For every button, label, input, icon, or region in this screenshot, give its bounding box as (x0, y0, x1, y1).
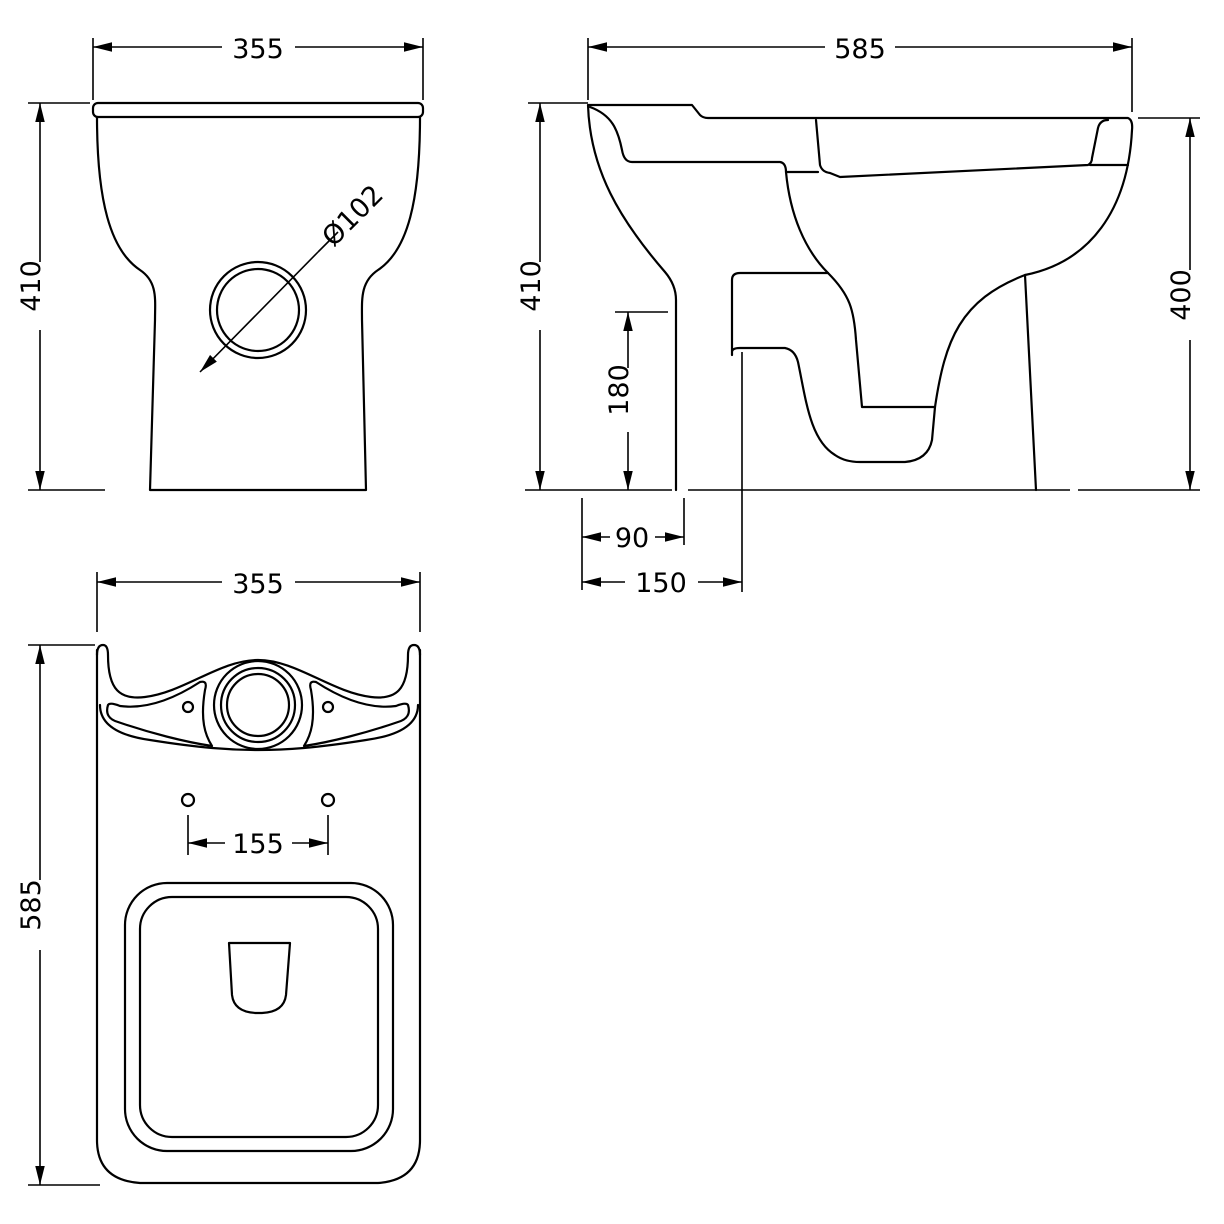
pan-top-outline (95, 648, 422, 1185)
setback-90-label: 90 (615, 523, 649, 554)
lid-recess (227, 941, 292, 1015)
side-depth-label: 585 (834, 34, 886, 65)
side-height-label: 410 (516, 260, 547, 312)
fixing-hole-left (180, 792, 196, 808)
outlet-height-label: 180 (604, 364, 635, 416)
rim-and-bowl (588, 105, 1027, 409)
front-view: 355 410 Ø102 (16, 34, 425, 492)
rim-height-label: 400 (1166, 269, 1197, 321)
top-depth-label: 585 (16, 879, 47, 931)
flush-button (212, 659, 304, 751)
side-view: 585 410 400 180 90 150 (516, 34, 1200, 599)
front-height-label: 410 (16, 260, 47, 312)
seat-profile (784, 118, 1130, 179)
fixing-hole-right (320, 792, 336, 808)
setback-150-label: 150 (635, 568, 687, 599)
seat-inner (138, 895, 380, 1139)
trapway (730, 271, 937, 464)
seat-outer (123, 881, 395, 1153)
top-view: 355 585 155 (16, 569, 422, 1186)
fixing-centres-label: 155 (232, 829, 284, 860)
pan-front-outline (95, 115, 422, 492)
seat-edge (91, 101, 425, 119)
top-width-label: 355 (232, 569, 284, 600)
outlet-circle (208, 260, 308, 360)
pan-side-outline (586, 103, 1134, 492)
outlet-diameter-label: Ø102 (316, 179, 389, 252)
front-width-label: 355 (232, 34, 284, 65)
